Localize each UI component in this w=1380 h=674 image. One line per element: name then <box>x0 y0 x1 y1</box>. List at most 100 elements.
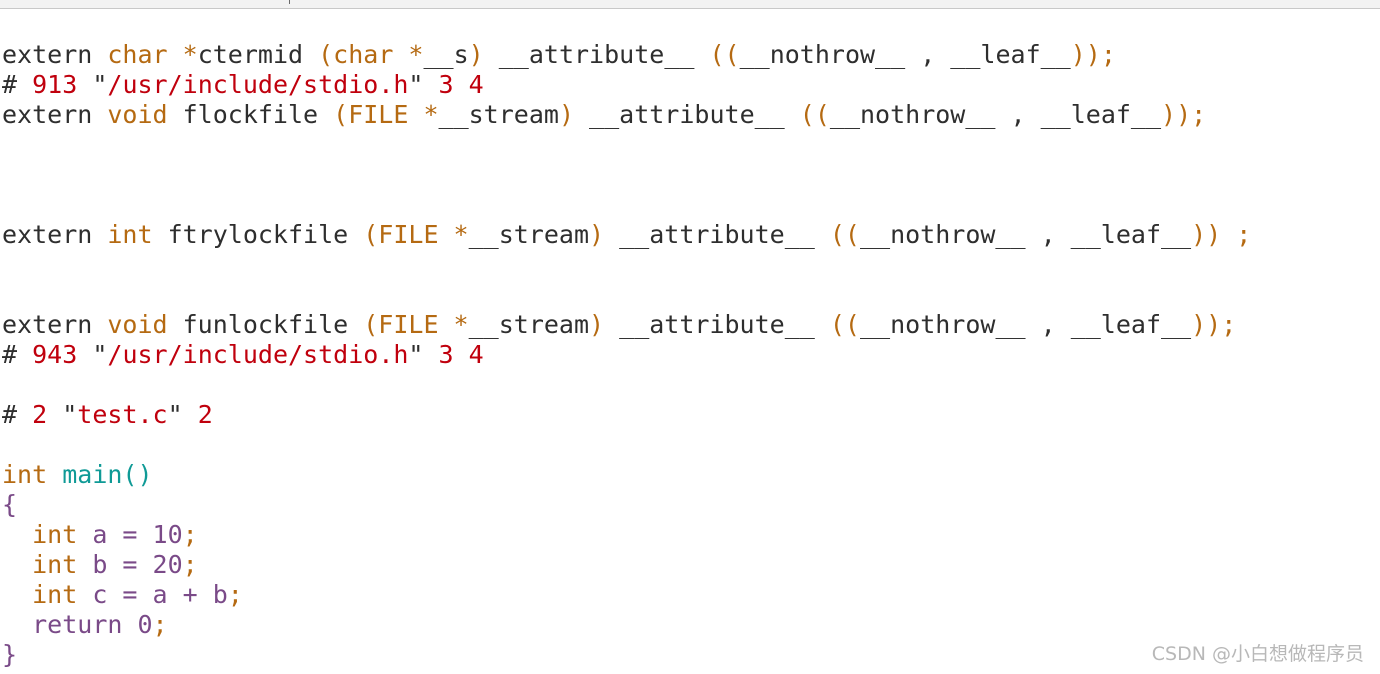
code-token: ) <box>589 220 605 249</box>
code-token: __stream <box>438 100 559 129</box>
code-token: __attribute__ <box>604 220 830 249</box>
code-line[interactable]: extern void flockfile (FILE *__stream) _… <box>2 100 1251 130</box>
code-token: b = 20 <box>77 550 183 579</box>
code-token: extern <box>2 40 108 69</box>
code-token: 2 <box>182 400 213 429</box>
code-token: a = 10 <box>77 520 183 549</box>
code-token: int <box>2 460 48 489</box>
code-token: /usr/include/stdio.h <box>107 70 409 99</box>
code-token: int <box>32 550 78 579</box>
code-line[interactable] <box>2 430 1251 460</box>
code-line[interactable]: int c = a + b; <box>2 580 1251 610</box>
code-line[interactable]: extern int ftrylockfile (FILE *__stream)… <box>2 220 1251 250</box>
code-token: # <box>2 340 33 369</box>
code-token: __nothrow__ , __leaf__ <box>739 40 1071 69</box>
code-token: int <box>32 580 78 609</box>
code-editor[interactable]: extern char *ctermid (char *__s) __attri… <box>2 40 1251 670</box>
code-token: } <box>2 640 18 669</box>
code-line[interactable]: int main() <box>2 460 1251 490</box>
code-token: 3 4 <box>423 340 484 369</box>
code-token: main() <box>62 460 153 489</box>
code-token: ; <box>227 580 243 609</box>
code-token: extern <box>2 310 108 339</box>
code-line[interactable]: # 2 "test.c" 2 <box>2 400 1251 430</box>
code-line[interactable] <box>2 250 1251 280</box>
code-token: " <box>62 400 78 429</box>
code-token: ctermid <box>197 40 319 69</box>
watermark: CSDN @小白想做程序员 <box>1151 643 1364 665</box>
code-line[interactable]: } <box>2 640 1251 670</box>
code-token: (FILE * <box>363 220 469 249</box>
code-token: )); <box>1191 310 1237 339</box>
code-token: # <box>2 70 33 99</box>
code-token: * <box>182 40 198 69</box>
ruler-tick <box>289 0 290 4</box>
code-token: (( <box>709 40 740 69</box>
code-token: ) <box>589 310 605 339</box>
code-line[interactable] <box>2 130 1251 160</box>
code-token: ; <box>182 550 198 579</box>
code-token: /usr/include/stdio.h <box>107 340 409 369</box>
code-token <box>2 610 32 639</box>
code-token: 943 <box>32 340 78 369</box>
code-token: __s <box>423 40 469 69</box>
code-line[interactable]: { <box>2 490 1251 520</box>
code-token: (char * <box>318 40 424 69</box>
code-token: return 0 <box>32 610 153 639</box>
code-token: " <box>408 340 424 369</box>
code-token: { <box>2 490 18 519</box>
code-token: __stream <box>468 310 590 339</box>
code-token: (FILE * <box>333 100 439 129</box>
code-token: ; <box>182 520 198 549</box>
code-line[interactable]: int a = 10; <box>2 520 1251 550</box>
code-token: void <box>107 310 168 339</box>
code-token: funlockfile <box>167 310 364 339</box>
code-token: extern <box>2 100 108 129</box>
code-line[interactable]: extern void funlockfile (FILE *__stream)… <box>2 310 1251 340</box>
code-token: __nothrow__ , __leaf__ <box>859 310 1192 339</box>
code-token: __attribute__ <box>574 100 800 129</box>
code-token: flockfile <box>167 100 334 129</box>
code-token <box>47 460 62 489</box>
code-token <box>2 580 32 609</box>
code-token: int <box>32 520 78 549</box>
code-token <box>77 340 92 369</box>
code-line[interactable]: # 913 "/usr/include/stdio.h" 3 4 <box>2 70 1251 100</box>
code-token: )); <box>1070 40 1116 69</box>
code-token: " <box>408 70 424 99</box>
code-line[interactable] <box>2 160 1251 190</box>
code-token: __stream <box>468 220 590 249</box>
code-token: char <box>107 40 168 69</box>
code-token: __attribute__ <box>483 40 710 69</box>
code-token: __attribute__ <box>604 310 830 339</box>
code-token: )) ; <box>1191 220 1252 249</box>
code-line[interactable]: extern char *ctermid (char *__s) __attri… <box>2 40 1251 70</box>
code-token: ) <box>468 40 484 69</box>
code-token <box>2 550 32 579</box>
code-token: (( <box>799 100 830 129</box>
top-toolbar-edge <box>0 0 1380 9</box>
code-token: (FILE * <box>363 310 469 339</box>
code-token: ) <box>558 100 574 129</box>
code-token: # <box>2 400 33 429</box>
code-line[interactable]: # 943 "/usr/include/stdio.h" 3 4 <box>2 340 1251 370</box>
code-token: int <box>107 220 153 249</box>
code-line[interactable]: return 0; <box>2 610 1251 640</box>
code-token: test.c <box>77 400 168 429</box>
code-line[interactable]: int b = 20; <box>2 550 1251 580</box>
code-line[interactable] <box>2 280 1251 310</box>
code-token: " <box>167 400 183 429</box>
code-token: 2 <box>32 400 48 429</box>
code-token: (( <box>829 310 860 339</box>
code-line[interactable] <box>2 190 1251 220</box>
code-token: c = a + b <box>77 580 228 609</box>
code-line[interactable] <box>2 370 1251 400</box>
code-token: )); <box>1161 100 1207 129</box>
code-token: " <box>92 340 108 369</box>
code-token: " <box>92 70 108 99</box>
code-token: (( <box>829 220 860 249</box>
code-token <box>2 520 32 549</box>
code-token: void <box>107 100 168 129</box>
code-token <box>77 70 92 99</box>
code-token: extern <box>2 220 108 249</box>
